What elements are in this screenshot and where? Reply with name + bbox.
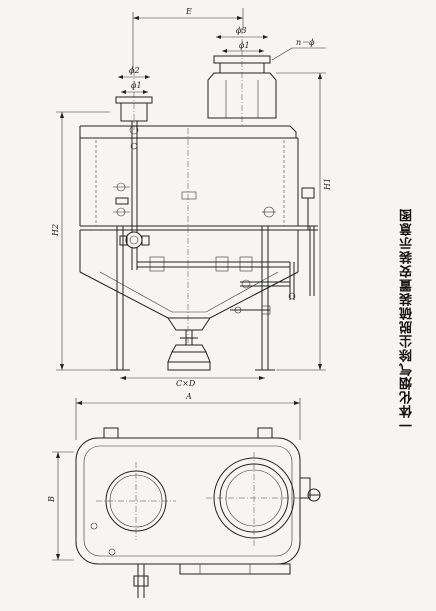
bottom-drain-valve — [167, 330, 211, 371]
dimension-b: B — [47, 451, 74, 561]
dimension-h1: H1 — [276, 72, 332, 371]
dimension-a: A — [75, 392, 301, 440]
label-a: A — [185, 392, 192, 401]
dimension-h2: H2 — [51, 111, 110, 371]
label-h1: H1 — [323, 178, 332, 191]
plan-view — [75, 427, 321, 598]
label-e: E — [185, 7, 192, 16]
label-phi1-left: ϕ1 — [131, 81, 142, 90]
scrubber-body — [79, 125, 318, 345]
label-h2: H2 — [51, 224, 60, 237]
right-pipe-assembly — [230, 187, 315, 315]
support-legs — [110, 226, 275, 371]
dimension-cxd: C×D — [120, 376, 265, 388]
outlet-flange-right: ϕ3 ϕ1 n－ϕ — [207, 26, 326, 125]
label-phi1-top: ϕ1 — [239, 41, 250, 50]
label-phi2: ϕ2 — [129, 66, 140, 75]
label-b: B — [47, 496, 56, 503]
label-n-phi: n－ϕ — [296, 38, 315, 47]
left-pipe-assembly — [113, 121, 290, 272]
drawing-caption: 一体化烟气除尘脱硫装置安装示意图 — [400, 208, 415, 432]
dimension-e: E — [132, 7, 244, 72]
label-phi3: ϕ3 — [236, 26, 247, 35]
label-cxd: C×D — [176, 379, 196, 388]
inlet-flange-left: ϕ2 ϕ1 — [115, 66, 153, 130]
